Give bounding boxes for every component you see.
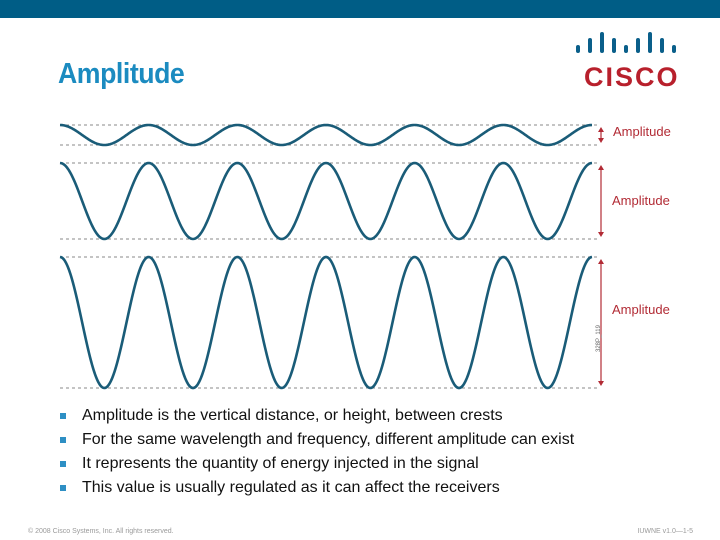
bullet-item: It represents the quantity of energy inj…: [58, 453, 574, 477]
bullet-square-icon: [60, 437, 66, 443]
bullet-item: For the same wavelength and frequency, d…: [58, 429, 574, 453]
bullet-item: Amplitude is the vertical distance, or h…: [58, 405, 574, 429]
copyright-footer: © 2008 Cisco Systems, Inc. All rights re…: [28, 528, 174, 535]
cisco-logo: CISCO: [570, 30, 690, 92]
bullet-square-icon: [60, 485, 66, 491]
bullet-item: This value is usually regulated as it ca…: [58, 477, 574, 501]
bullet-list: Amplitude is the vertical distance, or h…: [58, 405, 574, 501]
top-banner: [0, 0, 720, 18]
bullet-square-icon: [60, 461, 66, 467]
page-number-footer: IUWNE v1.0—1-5: [637, 528, 693, 535]
cisco-wordmark: CISCO: [584, 62, 680, 92]
amplitude-label-small: Amplitude: [613, 124, 671, 139]
figure-id: 328P_119: [596, 325, 602, 352]
cisco-bars-icon: [576, 32, 676, 53]
bullet-square-icon: [60, 413, 66, 419]
amplitude-label-large: Amplitude: [612, 302, 670, 317]
slide-title: Amplitude: [58, 58, 185, 90]
amplitude-label-medium: Amplitude: [612, 193, 670, 208]
